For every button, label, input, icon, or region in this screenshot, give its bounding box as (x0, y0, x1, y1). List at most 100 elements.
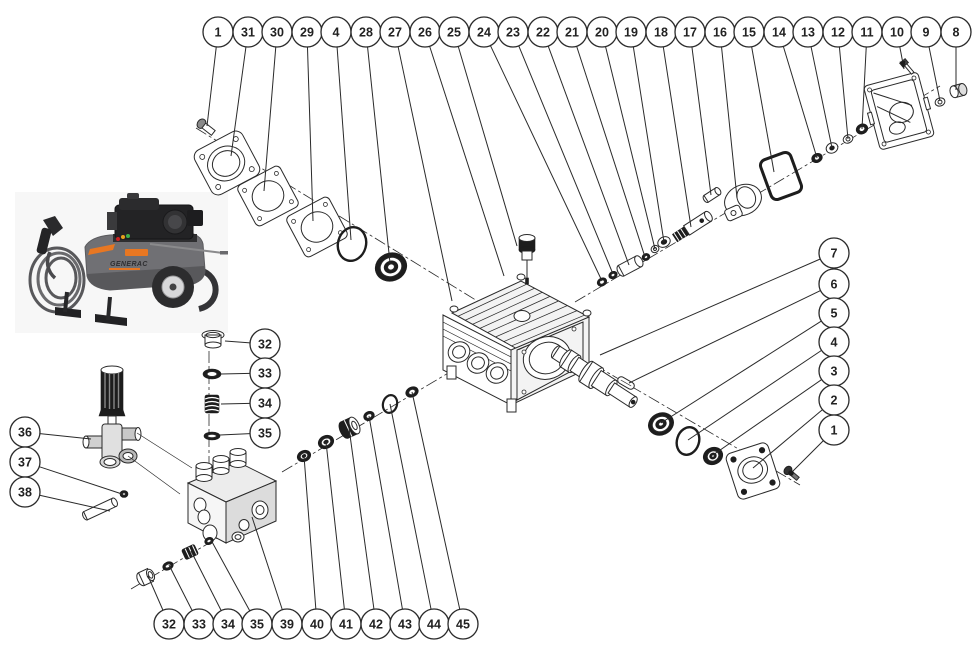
leader-right-column-7 (599, 258, 821, 356)
balloon-bottom-row-33: 33 (183, 608, 215, 640)
product-photo: GENERAC (15, 192, 228, 333)
balloon-number: 8 (953, 26, 960, 40)
balloon-top-row-8: 8 (940, 16, 972, 48)
leader-valve-cap-column-32 (224, 340, 251, 344)
balloon-right-column-2: 2 (818, 384, 850, 416)
leader-top-row-24 (489, 45, 603, 282)
leader-top-row-16 (721, 46, 738, 199)
balloon-bottom-row-44: 44 (418, 608, 450, 640)
photo-psi-badge (125, 249, 148, 256)
leader-left-column-38 (39, 494, 111, 512)
part-spring-34-bottom (181, 544, 199, 560)
balloon-number: 1 (215, 26, 222, 40)
balloon-valve-cap-column-34: 34 (249, 387, 281, 419)
balloon-top-row-22: 22 (527, 16, 559, 48)
balloon-number: 24 (477, 26, 491, 40)
part-nut-23 (608, 270, 618, 280)
leader-right-column-4 (687, 349, 822, 441)
balloon-top-row-17: 17 (674, 16, 706, 48)
balloon-right-column-1: 1 (818, 414, 850, 446)
balloon-number: 6 (831, 278, 838, 292)
photo-accent-stripe (88, 244, 115, 255)
part-plug-32-bottom (136, 567, 156, 587)
balloon-left-column-37: 37 (9, 446, 41, 478)
leader-top-row-20 (605, 46, 656, 250)
balloon-number: 25 (447, 26, 461, 40)
balloon-top-row-20: 20 (586, 16, 618, 48)
leader-top-row-13 (810, 46, 833, 149)
leader-top-row-25 (457, 46, 518, 247)
leader-bottom-row-42 (348, 427, 375, 610)
balloon-number: 33 (258, 367, 272, 381)
leader-right-column-6 (628, 290, 821, 384)
balloon-number: 35 (250, 618, 264, 632)
part-gasket-29 (286, 196, 348, 258)
balloon-valve-cap-column-32: 32 (249, 328, 281, 360)
leader-top-row-12 (838, 46, 849, 140)
part-nut-37 (119, 490, 129, 498)
part-oring-33 (202, 368, 222, 380)
balloon-number: 2 (831, 394, 838, 408)
balloon-left-column-36: 36 (9, 416, 41, 448)
balloon-top-row-26: 26 (409, 16, 441, 48)
balloon-top-row-15: 15 (733, 16, 765, 48)
balloon-number: 10 (890, 26, 904, 40)
part-rod-clamp-16 (724, 183, 762, 222)
balloon-top-row-25: 25 (438, 16, 470, 48)
leader-right-column-2 (752, 409, 823, 469)
balloon-right-column-6: 6 (818, 268, 850, 300)
balloon-number: 30 (270, 26, 284, 40)
leader-top-row-27 (397, 46, 453, 302)
balloon-number: 27 (388, 26, 402, 40)
leader-top-row-29 (306, 46, 314, 222)
part-ring-35-bottom (204, 537, 214, 545)
leader-valve-cap-column-35 (219, 433, 251, 436)
part-bearing-28 (374, 252, 408, 282)
photo-spray-gun (36, 216, 228, 255)
leader-bottom-row-43 (368, 415, 403, 610)
leader-top-row-28 (367, 46, 391, 264)
balloon-number: 31 (241, 26, 255, 40)
leader-top-row-17 (691, 46, 712, 196)
part-flange-2 (725, 442, 781, 500)
part-oil-seal-3 (702, 446, 724, 466)
balloon-number: 22 (536, 26, 550, 40)
part-unloader-valve-36 (82, 365, 193, 495)
balloon-top-row-13: 13 (792, 16, 824, 48)
balloon-number: 14 (772, 26, 786, 40)
leader-right-column-1 (790, 440, 824, 474)
balloon-top-row-23: 23 (497, 16, 529, 48)
leader-top-row-1 (206, 46, 217, 127)
part-plunger-18 (672, 210, 713, 243)
part-cap-8 (949, 83, 968, 99)
balloon-bottom-row-39: 39 (271, 608, 303, 640)
balloon-top-row-16: 16 (704, 16, 736, 48)
leader-top-row-31 (230, 46, 247, 157)
leader-top-row-22 (547, 45, 630, 266)
balloon-number: 1 (831, 424, 838, 438)
part-gasket-30 (237, 165, 299, 227)
leader-bottom-row-39 (251, 516, 283, 610)
balloon-top-row-24: 24 (468, 16, 500, 48)
leader-top-row-15 (751, 46, 775, 173)
part-washer-24 (596, 277, 608, 287)
balloon-bottom-row-43: 43 (389, 608, 421, 640)
photo-engine (107, 193, 203, 242)
balloon-number: 34 (258, 397, 272, 411)
balloon-bottom-row-40: 40 (301, 608, 333, 640)
balloon-number: 44 (427, 618, 441, 632)
leader-top-row-26 (429, 46, 505, 277)
leader-top-row-14 (782, 46, 818, 159)
leader-bottom-row-45 (411, 391, 461, 610)
balloon-number: 35 (258, 427, 272, 441)
balloon-top-row-4: 4 (320, 16, 352, 48)
leader-bottom-row-40 (303, 455, 317, 610)
part-oring-4-top (336, 225, 368, 263)
balloon-number: 15 (742, 26, 756, 40)
balloon-number: 38 (18, 486, 32, 500)
part-oring-4-right (675, 426, 701, 456)
balloon-bottom-row-35: 35 (241, 608, 273, 640)
leader-lines (39, 45, 957, 612)
balloon-number: 23 (506, 26, 520, 40)
